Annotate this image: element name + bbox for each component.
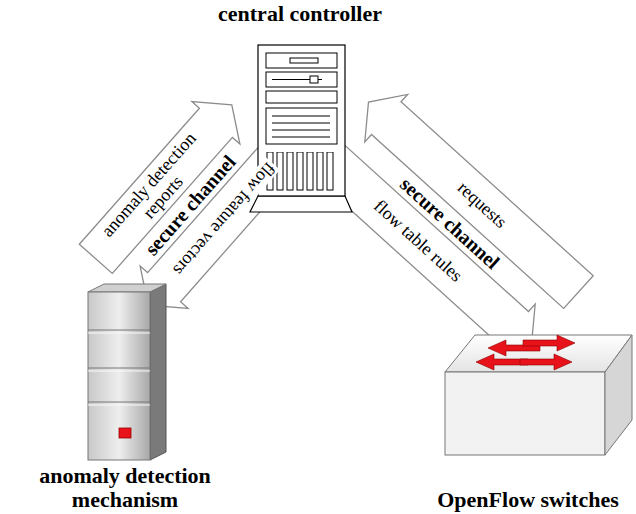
node-area: central controller <box>200 2 400 214</box>
node-label: anomaly detection mechanism <box>25 464 225 512</box>
node-label: central controller <box>200 2 400 26</box>
node-area: anomaly detection mechanism <box>25 286 225 512</box>
detector-server-icon <box>88 284 166 460</box>
server-tower-icon <box>250 45 352 212</box>
node-area: OpenFlow switches <box>420 325 636 512</box>
node-label: OpenFlow switches <box>420 488 636 512</box>
channel-arrow <box>365 94 593 308</box>
switch-icon <box>445 335 632 455</box>
